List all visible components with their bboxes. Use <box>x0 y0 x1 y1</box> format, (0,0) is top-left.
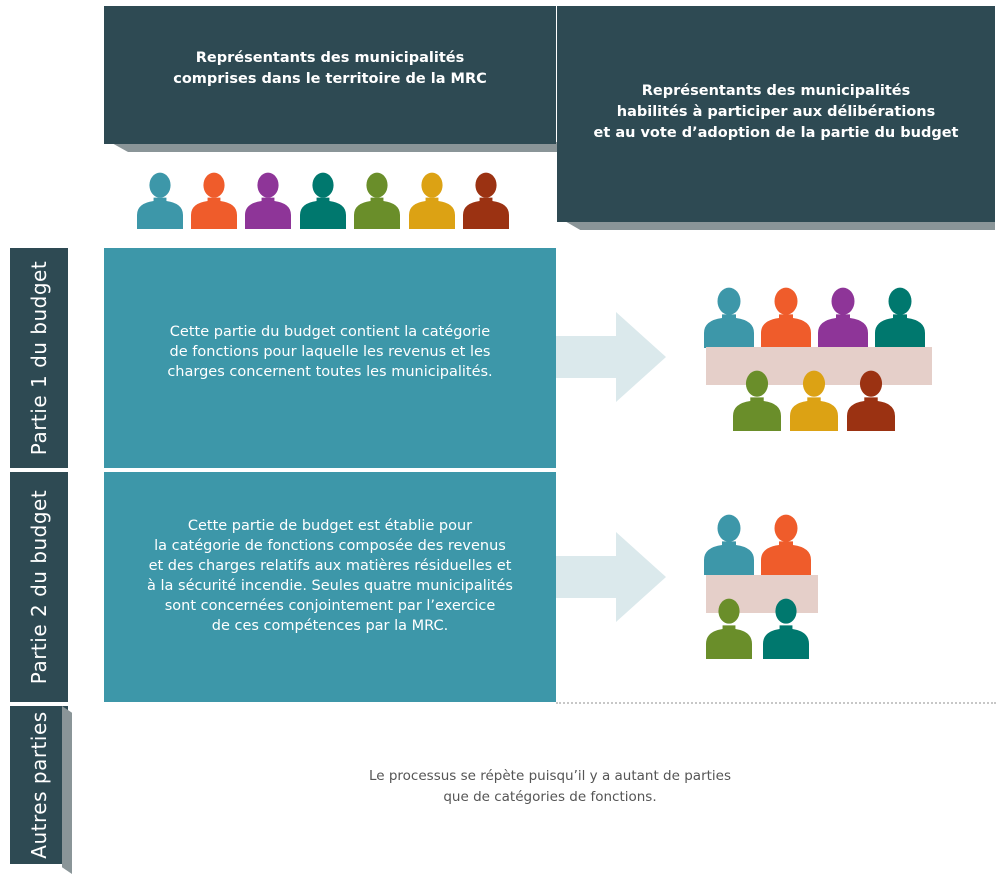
side-tab-shadow <box>62 706 72 874</box>
dotted-separator <box>556 702 996 704</box>
side-tab-part1: Partie 1 du budget <box>10 248 68 468</box>
part2-panel: Cette partie de budget est établie pour … <box>104 472 556 702</box>
person-silhouette-icon <box>763 598 809 659</box>
person-silhouette-icon <box>300 172 346 229</box>
header-left-box: Représentants des municipalités comprise… <box>104 6 556 144</box>
person-silhouette-icon <box>790 370 838 431</box>
footer-note: Le processus se répète puisqu’il y a aut… <box>368 768 732 805</box>
header-left-title: Représentants des municipalités comprise… <box>173 50 487 87</box>
right-arrow-icon <box>556 312 666 402</box>
header-right-shadow <box>563 220 995 230</box>
person-silhouette-icon <box>875 287 925 348</box>
part2-description: Cette partie de budget est établie pour … <box>147 518 513 634</box>
person-silhouette-icon <box>191 172 237 229</box>
header-right-box: Représentants des municipalités habilité… <box>557 6 995 222</box>
person-silhouette-icon <box>463 172 509 229</box>
person-silhouette-icon <box>761 287 811 348</box>
person-silhouette-icon <box>761 514 811 575</box>
person-silhouette-icon <box>818 287 868 348</box>
side-tab-other: Autres parties <box>10 706 68 864</box>
person-silhouette-icon <box>706 598 752 659</box>
person-silhouette-icon <box>704 287 754 348</box>
header-left-shadow <box>110 142 562 152</box>
part1-panel: Cette partie du budget contient la catég… <box>104 248 556 468</box>
person-silhouette-icon <box>245 172 291 229</box>
person-silhouette-icon <box>354 172 400 229</box>
header-right-title: Représentants des municipalités habilité… <box>593 83 959 141</box>
person-silhouette-icon <box>409 172 455 229</box>
person-silhouette-icon <box>733 370 781 431</box>
right-arrow-icon <box>556 532 666 622</box>
side-tab-part2: Partie 2 du budget <box>10 472 68 702</box>
person-silhouette-icon <box>847 370 895 431</box>
part1-description: Cette partie du budget contient la catég… <box>167 324 493 380</box>
person-silhouette-icon <box>137 172 183 229</box>
person-silhouette-icon <box>704 514 754 575</box>
